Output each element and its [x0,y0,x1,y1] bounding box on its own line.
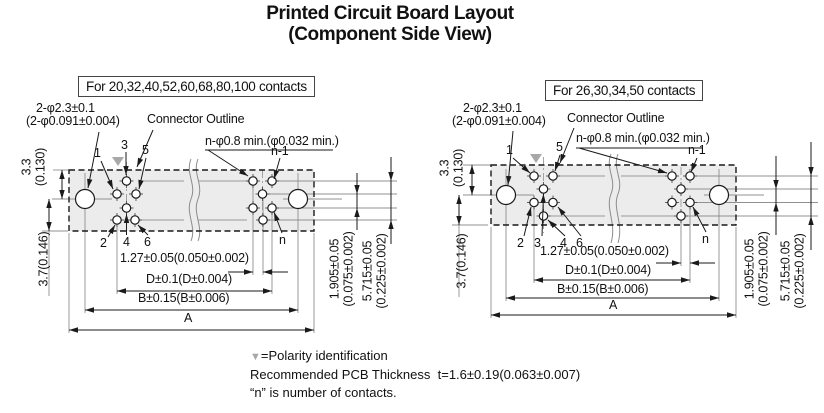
dim-5-715: 5.715±0.05 (0.225±0.002) [360,233,389,309]
figure-title: Printed Circuit Board Layout (Component … [0,3,780,45]
dim-a: A [609,298,618,312]
connector-outline-label: Connector Outline [567,111,665,125]
pin-label-n: n [702,232,709,246]
pad-callout: n-φ0.8 min.(φ0.032 min.) [205,134,339,148]
dim-3-7: 3.7(0.146) [454,233,469,289]
pin-label-5: 5 [556,140,563,154]
figure-title-line2: (Component Side View) [288,24,492,45]
pad-callout: n-φ0.8 min.(φ0.032 min.) [576,131,710,145]
variant-box-left: For 20,32,40,52,60,68,80,100 contacts [78,76,315,97]
dim-3-3: 3.3 (0.130) [19,147,48,187]
footer-notes: ▼=Polarity identification Recommended PC… [250,347,580,402]
note-contacts: “n” is number of contacts. [250,385,397,400]
polarity-triangle [112,157,124,166]
note-thickness: Recommended PCB Thickness t=1.6±0.19(0.0… [250,367,581,382]
variant-box-right: For 26,30,34,50 contacts [545,80,704,101]
pin-label-n-1: n-1 [688,143,706,157]
dim-a: A [184,311,193,325]
dim-d: D±0.1(D±0.004) [146,272,232,286]
note-polarity: ▼=Polarity identification [250,348,388,363]
pin-label-6: 6 [576,236,583,250]
pin-label-1: 1 [506,143,513,157]
pin-label-5: 5 [142,143,149,157]
hole-callout-line1: 2-φ2.3±0.1 [36,101,95,115]
pin-label-3: 3 [534,236,541,250]
hole-callout-line2: (2-φ0.091±0.004) [26,114,120,128]
polarity-triangle [530,154,542,163]
hole-callout-line2: (2-φ0.091±0.004) [452,114,546,128]
connector-outline-label: Connector Outline [147,112,245,126]
dim-d: D±0.1(D±0.004) [565,263,651,277]
pin-label-2: 2 [100,236,107,250]
dim-1-905: 1.905±0.05 (0.075±0.002) [742,231,771,307]
hole-callout-line1: 2-φ2.3±0.1 [463,101,522,115]
pin-label-6: 6 [144,235,151,249]
pin-label-3: 3 [121,138,128,152]
dim-1-905: 1.905±0.05 (0.075±0.002) [327,231,356,307]
figure-title-line1: Printed Circuit Board Layout [266,3,514,24]
pin-label-n: n [279,233,286,247]
pin-label-2: 2 [517,236,524,250]
dim-pitch: 1.27±0.05(0.050±0.002) [120,251,249,265]
dim-b: B±0.15(B±0.006) [557,282,649,296]
dim-3-3: 3.3 (0.130) [437,148,466,188]
dim-b: B±0.15(B±0.006) [138,291,230,305]
pin-label-4: 4 [123,235,130,249]
dim-5-715: 5.715±0.05 (0.225±0.002) [778,233,807,309]
pin-label-4: 4 [560,236,567,250]
pin-label-n-1: n-1 [271,144,289,158]
pin-label-1: 1 [94,146,101,160]
polarity-triangle-icon: ▼ [250,351,261,363]
dim-3-7: 3.7(0.146) [36,231,51,287]
dim-pitch: 1.27±0.05(0.050±0.002) [540,244,669,258]
